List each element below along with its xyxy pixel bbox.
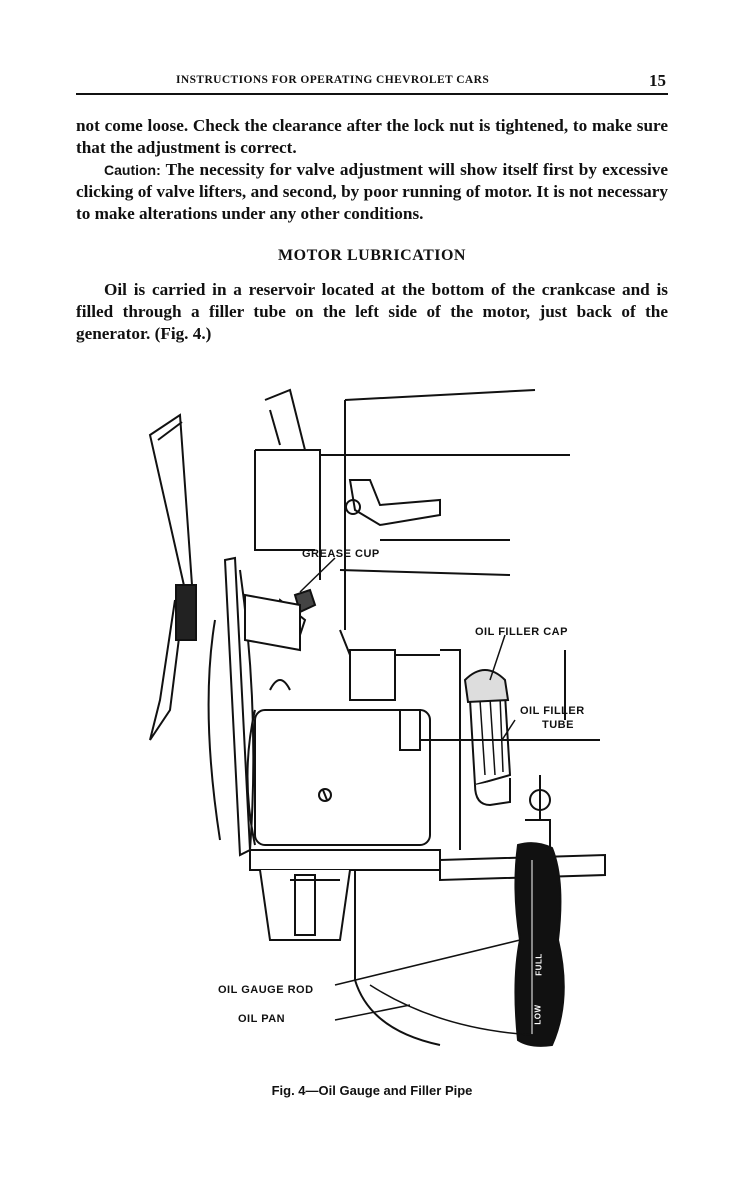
oil-gauge-rod-label: OIL GAUGE ROD	[218, 984, 314, 996]
running-title: INSTRUCTIONS FOR OPERATING CHEVROLET CAR…	[176, 74, 490, 86]
paragraph-oil-reservoir: Oil is carried in a reservoir located at…	[76, 280, 668, 343]
gauge-low-mark: LOW	[533, 1004, 543, 1025]
paragraph-caution: Caution: The necessity for valve adjustm…	[76, 159, 668, 225]
grease-cup-label: GREASE CUP	[302, 548, 380, 560]
section-heading: MOTOR LUBRICATION	[278, 247, 466, 264]
figure-caption: Fig. 4—Oil Gauge and Filler Pipe	[271, 1083, 473, 1098]
caution-text: The necessity for valve adjustment will …	[76, 160, 668, 223]
oil-filler-tube-label-line2: TUBE	[542, 719, 574, 731]
page-number: 15	[649, 71, 666, 90]
page-header: INSTRUCTIONS FOR OPERATING CHEVROLET CAR…	[76, 71, 668, 95]
paragraph-valve-clearance: not come loose. Check the clearance afte…	[76, 116, 668, 157]
engine-illustration: GREASE CUP OIL FILLER CAP OIL FILLER TUB…	[140, 380, 610, 1060]
caution-label: Caution:	[104, 162, 161, 178]
gauge-full-mark: FULL	[534, 953, 544, 976]
oil-pan-label: OIL PAN	[238, 1013, 286, 1025]
oil-filler-tube-label-line1: OIL FILLER	[520, 705, 585, 717]
engine-line-drawing	[148, 388, 606, 1047]
oil-filler-cap-label: OIL FILLER CAP	[475, 626, 568, 638]
